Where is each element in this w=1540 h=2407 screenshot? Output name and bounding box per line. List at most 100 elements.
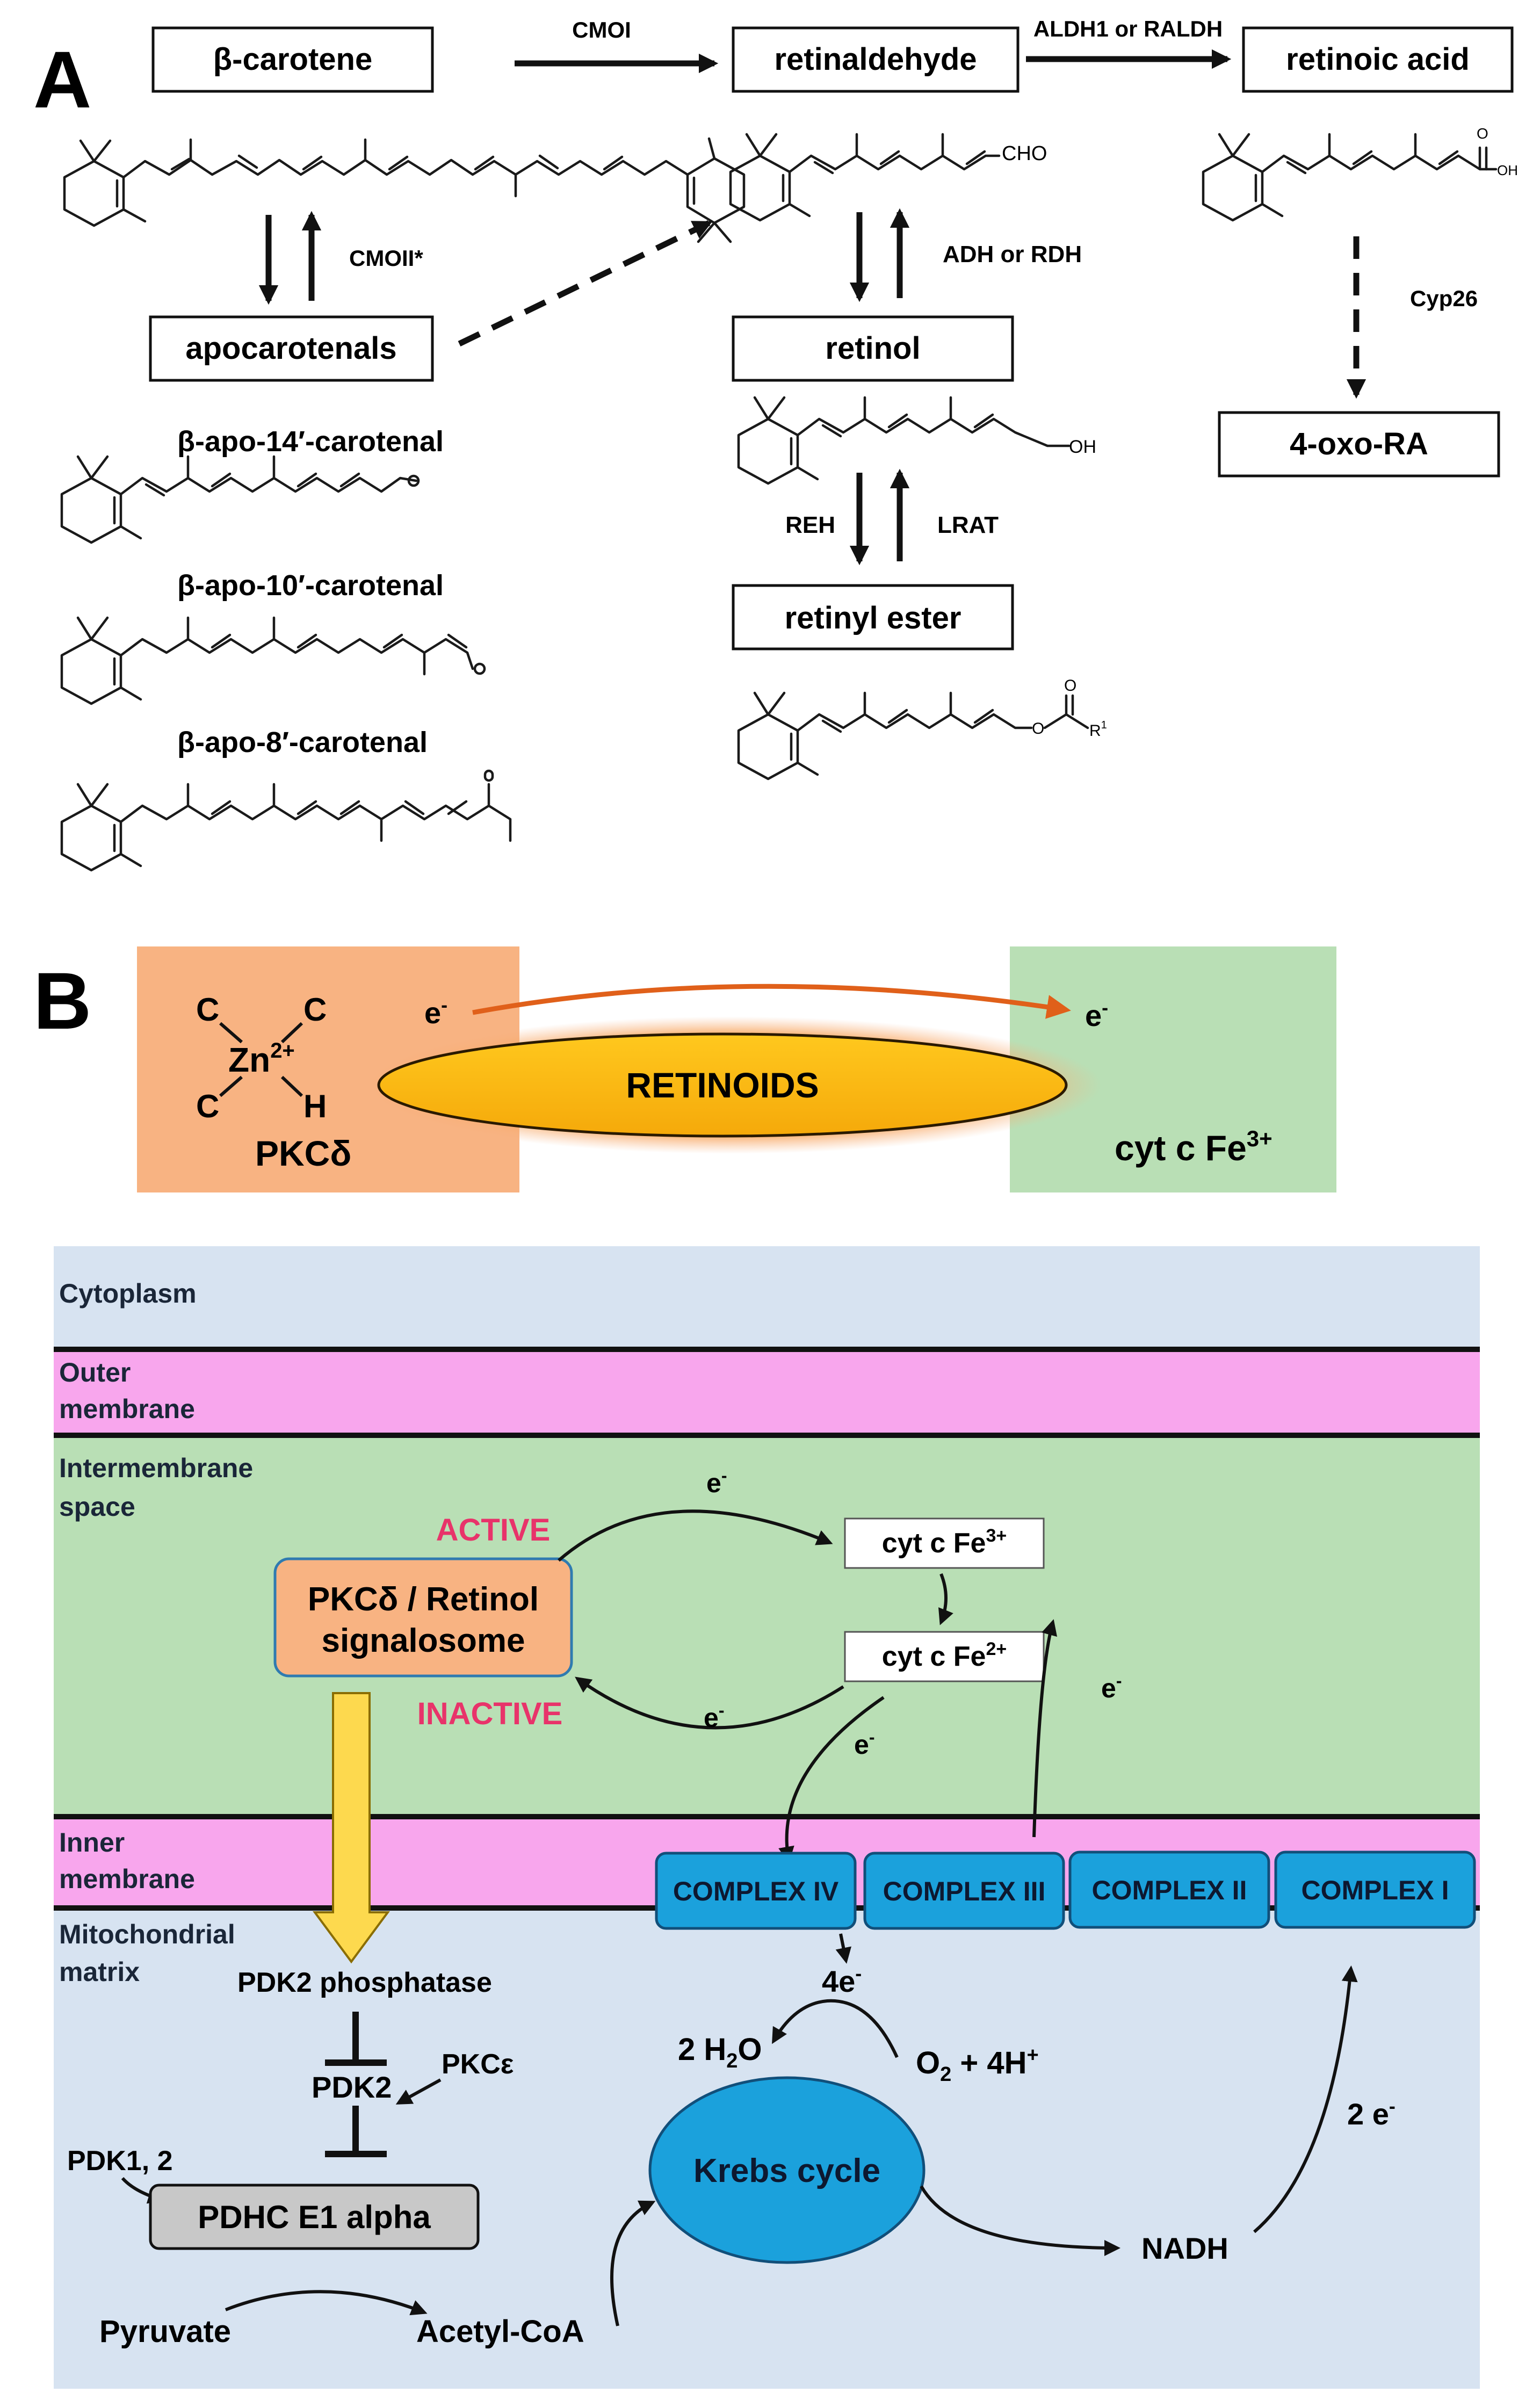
pdk12-label: PDK1, 2	[67, 2145, 173, 2177]
pyruvate-label: Pyruvate	[99, 2314, 231, 2349]
retinyl-ester-structure	[737, 691, 1089, 780]
pkc-epsilon-arrow	[395, 2078, 442, 2105]
apocarotenals-to-retinal-arrow	[458, 220, 713, 346]
electron-right: e-	[1085, 996, 1108, 1032]
lrat-label: LRAT	[937, 512, 999, 538]
beta-carotene-box	[151, 26, 434, 93]
e-inactive: e-	[704, 1701, 724, 1733]
adh-label: ADH or RDH	[943, 241, 1082, 268]
panel-b: B C C C H Zn2+ PKCδ RETINOIDS e- e- cyt …	[33, 946, 1336, 1192]
retinoic-acid-box	[1242, 26, 1514, 93]
intermembrane-label-2: space	[59, 1492, 135, 1522]
pdhc-box	[149, 2184, 480, 2250]
oxygen-to-water-arrow	[772, 1999, 899, 2058]
retinol-box	[732, 315, 1014, 382]
pdhc-label: PDHC E1 alpha	[198, 2199, 431, 2235]
acetyl-coa-label: Acetyl-CoA	[416, 2314, 584, 2349]
retinaldehyde-label: retinaldehyde	[774, 42, 977, 77]
outer-membrane-label-1: Outer	[59, 1357, 131, 1387]
complex-iv	[655, 1852, 857, 1930]
retinoids-label: RETINOIDS	[626, 1065, 819, 1105]
complex-iii-to-cyt-c-arrow	[1032, 1619, 1058, 1838]
signalosome-box	[273, 1557, 573, 1678]
beta-carotene-structure	[63, 137, 746, 243]
cmoii-label: CMOII*	[349, 245, 423, 271]
cyt-c-reduction-arrow	[938, 1573, 953, 1625]
cho-group: CHO	[1002, 142, 1047, 165]
panel-a-label: A	[33, 34, 91, 125]
four-e-label: 4e-	[822, 1962, 862, 1998]
active-label: ACTIVE	[436, 1513, 551, 1548]
pdk2-phosphatase-label: PDK2 phosphatase	[237, 1967, 492, 1998]
oxygen-label: O2 + 4H+	[916, 2044, 1039, 2086]
complex-ii	[1068, 1851, 1270, 1929]
zn-h: H	[303, 1088, 327, 1124]
zn-c-top-right: C	[303, 992, 327, 1028]
aldh-label: ALDH1 or RALDH	[1033, 16, 1223, 41]
retinol-label: retinol	[825, 331, 920, 366]
outer-membrane-region	[54, 1349, 1480, 1435]
acid-oh-group: OH	[1497, 162, 1518, 178]
panel-b-label: B	[33, 956, 91, 1046]
cyt-c-fe2-box	[844, 1631, 1045, 1682]
oxo-ra-box	[1218, 411, 1500, 478]
zn-c-bottom-left: C	[196, 1088, 219, 1124]
e-complex-iv: e-	[854, 1727, 874, 1760]
complex-iii	[863, 1852, 1065, 1930]
complex-iii-label: COMPLEX III	[883, 1876, 1046, 1906]
complex-i-label: COMPLEX I	[1301, 1875, 1449, 1905]
signalosome-label-1: PKCδ / Retinol	[308, 1581, 539, 1618]
inactive-label: INACTIVE	[417, 1696, 563, 1731]
inner-membrane-label-2: membrane	[59, 1864, 195, 1894]
acid-carbonyl-o: O	[1477, 125, 1488, 142]
oxo-ra-label: 4-oxo-RA	[1290, 427, 1428, 461]
complex-ii-label: COMPLEX II	[1092, 1875, 1247, 1905]
retinyl-ester-label: retinyl ester	[785, 601, 961, 635]
electron-transfer-arrow	[472, 984, 1071, 1019]
active-electron-arrow	[558, 1509, 833, 1562]
zn-ion: Zn2+	[228, 1039, 295, 1079]
pyruvate-to-acetyl-arrow	[225, 2290, 428, 2316]
intermembrane-label-1: Intermembrane	[59, 1453, 253, 1483]
nadh-to-complex-i-arrow	[1253, 1965, 1358, 2233]
intermembrane-region	[54, 1435, 1480, 1817]
matrix-label-2: matrix	[59, 1957, 140, 1987]
inactive-electron-arrow	[575, 1676, 844, 1730]
apocarotenals-label: apocarotenals	[185, 331, 396, 366]
panel-a: A β-carotene retinaldehyde retinoic acid…	[33, 16, 1518, 872]
krebs-to-nadh-arrow	[920, 2185, 1120, 2256]
apo8-label: β-apo-8′-carotenal	[177, 726, 428, 758]
apo10-structure	[60, 616, 486, 705]
mitochondrion-diagram: Cytoplasm Outer membrane Intermembrane s…	[54, 1246, 1480, 2389]
zn-c-top-left: C	[196, 992, 219, 1028]
inner-membrane-label-1: Inner	[59, 1827, 125, 1857]
cyt-c-fe2-text: cyt c Fe2+	[882, 1639, 1007, 1672]
cyt-c-to-complex-iv-arrow	[778, 1696, 885, 1863]
pkc-epsilon-label: PKCε	[442, 2049, 514, 2080]
reh-label: REH	[785, 512, 835, 538]
retinyl-ester-box	[732, 584, 1014, 650]
cyt-c-fe3-text: cyt c Fe3+	[882, 1526, 1007, 1559]
apo10-label: β-apo-10′-carotenal	[177, 569, 444, 602]
signalosome-to-phosphatase-arrow	[313, 1692, 390, 1964]
cytoplasm-label: Cytoplasm	[59, 1278, 197, 1309]
acetyl-to-krebs-arrow	[610, 2200, 656, 2326]
two-e-label: 2 e-	[1347, 2095, 1396, 2131]
apo14-structure	[60, 455, 420, 544]
electron-left: e-	[424, 994, 447, 1030]
pkc-delta-label: PKCδ	[255, 1133, 351, 1173]
retinoic-acid-label: retinoic acid	[1286, 42, 1470, 77]
apo8-structure	[60, 769, 512, 872]
matrix-label-1: Mitochondrial	[59, 1919, 235, 1949]
retinol-structure	[737, 396, 1071, 485]
krebs-cycle-label: Krebs cycle	[693, 2152, 880, 2189]
retinoic-acid-structure	[1202, 133, 1498, 222]
ester-carbonyl-o: O	[1064, 677, 1076, 695]
pdk2-label: PDK2	[312, 2070, 392, 2104]
retinaldehyde-structure	[729, 133, 1001, 222]
ester-o-group: O	[1032, 720, 1044, 738]
e-active: e-	[706, 1466, 727, 1498]
cyp26-label: Cyp26	[1410, 286, 1478, 311]
complex-iv-to-4e-arrow	[835, 1933, 852, 1964]
